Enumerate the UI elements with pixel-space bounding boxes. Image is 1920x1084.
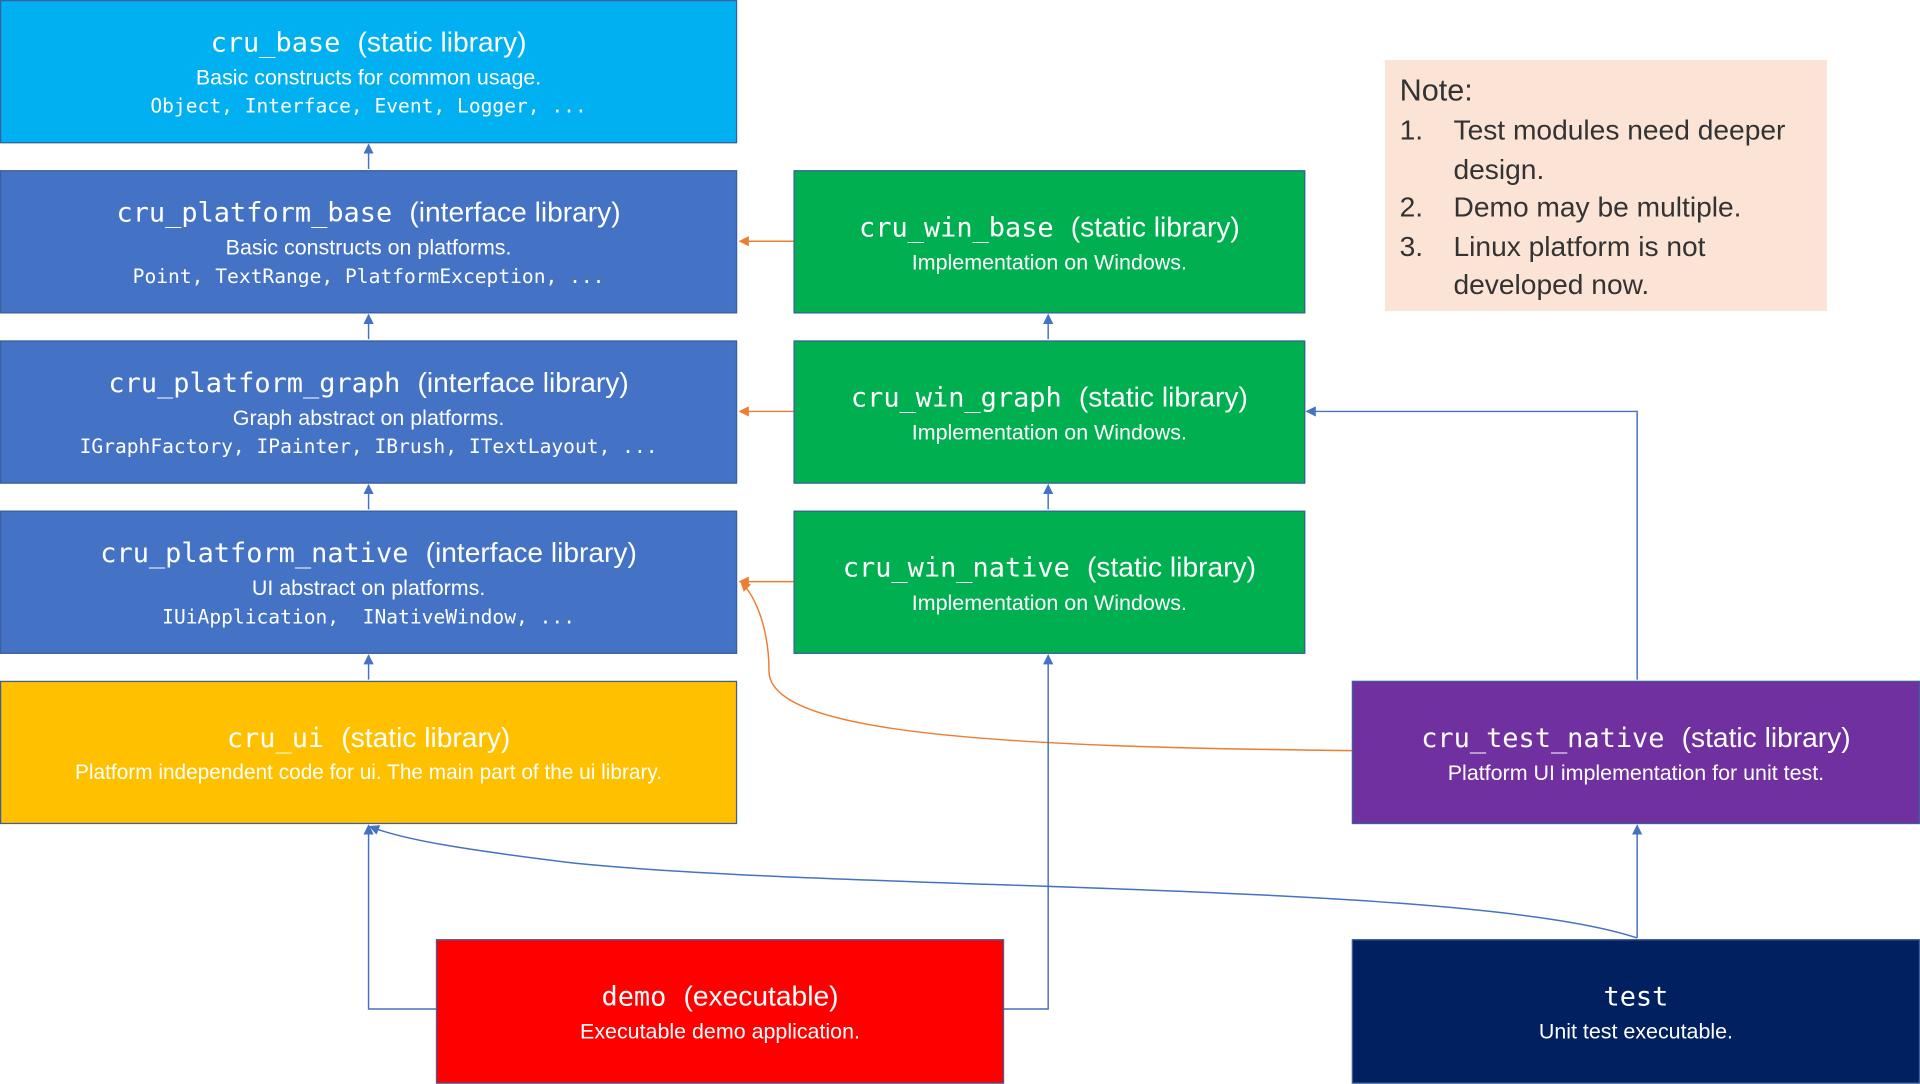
module-description: Unit test executable.	[1538, 1018, 1734, 1044]
module-title: cru_base (static library)	[211, 23, 527, 62]
module-title: cru_ui (static library)	[227, 718, 510, 757]
module-name: cru_win_native	[842, 552, 1070, 584]
module-title: cru_platform_native (interface library)	[100, 533, 637, 572]
module-name: cru_test_native	[1421, 723, 1665, 754]
module-description: Graph abstract on platforms.	[232, 404, 505, 430]
note-item-text: Demo may be multiple.	[1453, 191, 1742, 223]
module-name: cru_win_base	[859, 212, 1054, 244]
module-description: UI abstract on platforms.	[251, 574, 486, 600]
module-title: test	[1603, 977, 1668, 1016]
module-kind: (static library)	[341, 720, 511, 753]
module-description: Platform independent code for ui. The ma…	[75, 759, 663, 784]
module-title: cru_win_native (static library)	[843, 548, 1256, 587]
module-cru-platform-base: cru_platform_base (interface library) Bas…	[0, 170, 738, 314]
module-name: cru_platform_graph	[108, 367, 401, 399]
module-kind: (static library)	[1086, 550, 1256, 583]
module-types: Point, TextRange, PlatformException, ...	[132, 263, 605, 288]
module-name: demo	[601, 982, 667, 1013]
module-description: Executable demo application.	[580, 1018, 860, 1044]
note-item-text: Test modules need deeper design.	[1453, 113, 1786, 185]
edge-test-to-ui	[368, 825, 1638, 939]
module-cru-platform-graph: cru_platform_graph (interface library) Gr…	[0, 340, 738, 484]
module-kind: (interface library)	[417, 365, 629, 398]
module-cru-ui: cru_ui (static library) Platform independ…	[0, 680, 738, 825]
module-title: demo (executable)	[601, 977, 838, 1016]
module-kind: (static library)	[1681, 720, 1851, 753]
module-name: test	[1603, 982, 1669, 1013]
module-title: cru_test_native (static library)	[1421, 718, 1850, 757]
module-cru-platform-native: cru_platform_native (interface library) U…	[0, 510, 738, 654]
module-cru-base: cru_base (static library) Basic construct…	[0, 0, 738, 144]
module-description: Basic constructs on platforms.	[225, 234, 512, 259]
module-cru-win-native: cru_win_native (static library) Implement…	[793, 510, 1306, 654]
module-types: Object, Interface, Event, Logger, ...	[150, 93, 587, 117]
note-item-number: 3.	[1399, 229, 1424, 262]
module-name: cru_platform_base	[116, 197, 393, 229]
module-name: cru_platform_native	[100, 538, 409, 569]
module-demo: demo (executable) Executable demo applica…	[435, 939, 1005, 1084]
module-description: Implementation on Windows.	[911, 589, 1187, 615]
module-kind: (static library)	[1078, 380, 1248, 413]
module-description: Implementation on Windows.	[911, 249, 1187, 274]
module-kind: (static library)	[1070, 210, 1240, 242]
module-name: cru_base	[210, 27, 341, 59]
note-title: Note:	[1399, 73, 1473, 108]
edge-test-native-to-platform-native	[740, 580, 1352, 752]
module-title: cru_platform_base (interface library)	[116, 193, 620, 232]
note-item: 2. Demo may be multiple.	[1400, 189, 1813, 228]
module-types: IUiApplication, INativeWindow, ...	[162, 604, 575, 628]
note-item: 1. Test modules need deeper design.	[1400, 111, 1813, 188]
note-item-number: 1.	[1399, 113, 1424, 146]
edge-demo-to-ui	[363, 824, 436, 1010]
note-item-number: 2.	[1399, 191, 1424, 223]
module-kind: (static library)	[357, 25, 527, 57]
module-title: cru_platform_graph (interface library)	[108, 363, 628, 402]
note-box: Note: 1. Test modules need deeper design.…	[1384, 60, 1827, 312]
module-cru-test-native: cru_test_native (static library) Platform…	[1351, 680, 1920, 825]
module-cru-win-base: cru_win_base (static library) Implementat…	[793, 170, 1306, 314]
note-list: 1. Test modules need deeper design. 2. Dem…	[1400, 111, 1813, 304]
note-item-text: Linux platform is not developed now.	[1453, 229, 1706, 301]
note-item: 3. Linux platform is not developed now.	[1400, 227, 1813, 304]
edge-test-native-to-win-graph	[1305, 406, 1638, 680]
module-types: IGraphFactory, IPainter, IBrush, ITextLa…	[79, 434, 658, 458]
module-cru-win-graph: cru_win_graph (static library) Implementa…	[793, 340, 1306, 484]
edge-demo-to-win-native	[1002, 654, 1054, 1010]
module-description: Platform UI implementation for unit test…	[1447, 759, 1825, 785]
module-title: cru_win_graph (static library)	[851, 378, 1248, 417]
module-title: cru_win_base (static library)	[859, 208, 1240, 247]
module-name: cru_ui	[226, 723, 325, 754]
module-description: Implementation on Windows.	[911, 419, 1187, 444]
module-description: Basic constructs for common usage.	[195, 64, 542, 89]
module-kind: (interface library)	[409, 195, 621, 228]
module-test: test Unit test executable.	[1351, 939, 1920, 1084]
module-kind: (interface library)	[425, 535, 637, 568]
module-kind: (executable)	[683, 979, 839, 1012]
module-name: cru_win_graph	[850, 382, 1062, 414]
